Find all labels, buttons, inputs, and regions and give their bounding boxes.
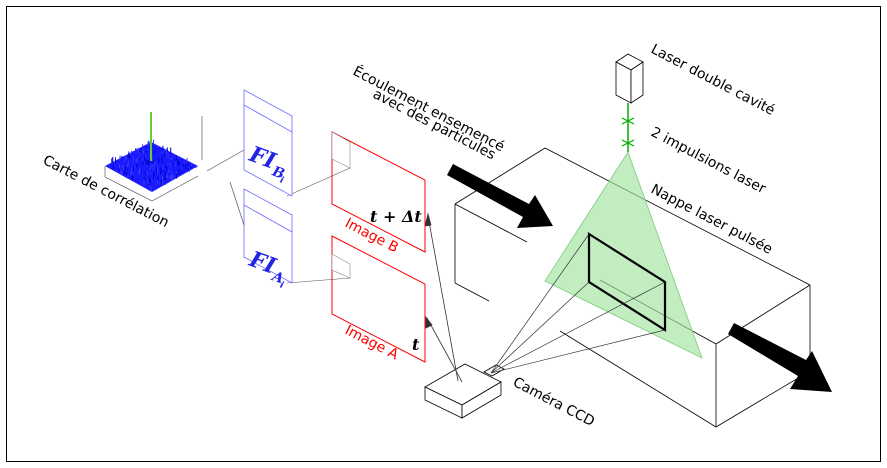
laser-pulse-marks xyxy=(621,117,635,147)
fi-b-index: i xyxy=(278,175,285,186)
fi-a-index: i xyxy=(278,280,285,291)
correlation-links xyxy=(206,149,245,226)
flow-arrow-in xyxy=(447,164,553,228)
camera-to-image-arrows xyxy=(424,212,463,383)
flow-arrow-out xyxy=(728,323,832,392)
correlation-noise xyxy=(111,139,197,192)
image-a xyxy=(286,235,426,363)
time-b-label: t + Δt xyxy=(370,207,422,226)
correlation-axes xyxy=(104,116,203,202)
correlation-map xyxy=(104,112,203,202)
image-b xyxy=(286,131,426,253)
laser-source xyxy=(615,53,644,104)
time-a-label: t xyxy=(412,335,420,354)
ccd-camera xyxy=(424,363,505,419)
interrogation-window-a xyxy=(243,188,293,284)
interrogation-window-b xyxy=(243,89,293,197)
fi-b-sub: B xyxy=(269,163,287,182)
camera-view-lines xyxy=(490,233,666,374)
